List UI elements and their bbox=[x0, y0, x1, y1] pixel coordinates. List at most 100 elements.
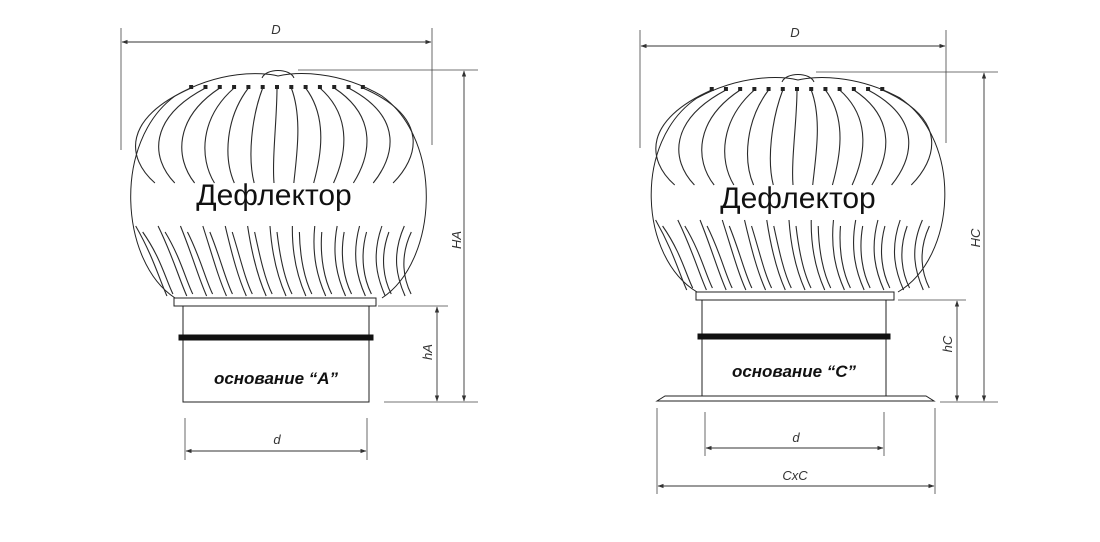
dimension-HA: HA bbox=[298, 69, 478, 403]
turbine-blade bbox=[247, 225, 267, 297]
blade-rivet bbox=[780, 87, 785, 91]
turbine-head-a bbox=[130, 70, 427, 299]
blade-rivet bbox=[203, 85, 208, 89]
svg-text:hC: hC bbox=[940, 335, 955, 352]
turbine-blade bbox=[728, 225, 753, 289]
turbine-blade bbox=[164, 231, 194, 295]
dimension-CxC: CxC bbox=[656, 408, 936, 494]
turbine-blade bbox=[921, 225, 930, 289]
turbine-blade bbox=[254, 231, 273, 295]
svg-text:CxC: CxC bbox=[782, 468, 808, 483]
turbine-blade bbox=[882, 89, 933, 186]
dimension-HC: HC bbox=[816, 71, 998, 403]
turbine-blade bbox=[880, 225, 891, 289]
turbine-blade bbox=[839, 225, 851, 289]
turbine-blade bbox=[403, 231, 412, 295]
dimension-D-c: D bbox=[639, 25, 947, 148]
turbine-blade bbox=[209, 231, 233, 295]
turbine-blade bbox=[721, 219, 747, 291]
blade-rivet bbox=[317, 85, 322, 89]
turbine-collar-c bbox=[695, 291, 895, 301]
turbine-blade bbox=[142, 231, 174, 295]
blade-rivet bbox=[360, 85, 365, 89]
blade-rivet bbox=[303, 85, 308, 89]
dimension-hC: hC bbox=[898, 299, 966, 402]
turbine-blade bbox=[853, 89, 887, 186]
turbine-blade bbox=[894, 219, 905, 291]
blade-rivet bbox=[709, 87, 714, 91]
turbine-blade bbox=[747, 89, 770, 186]
turbine-blade bbox=[319, 87, 345, 184]
turbine-blade bbox=[751, 225, 773, 289]
turbine-blade bbox=[375, 225, 386, 297]
turbine-blade bbox=[867, 89, 910, 186]
blade-rivet bbox=[837, 87, 842, 91]
base-label-c: основание “C” bbox=[732, 362, 857, 381]
turbine-blade bbox=[224, 225, 247, 297]
turbine-blade bbox=[766, 219, 786, 291]
turbine-blade bbox=[701, 89, 741, 186]
turbine-blade bbox=[832, 219, 845, 291]
turbine-blade bbox=[135, 225, 168, 297]
turbine-blade bbox=[724, 89, 755, 186]
blade-rivet bbox=[723, 87, 728, 91]
turbine-blade bbox=[290, 87, 299, 184]
svg-text:d: d bbox=[273, 432, 281, 447]
blade-rivet bbox=[275, 85, 279, 89]
turbine-blade bbox=[743, 219, 767, 291]
turbine-blade bbox=[810, 219, 826, 291]
turbine-blade bbox=[839, 89, 864, 186]
turbine-blade bbox=[276, 231, 293, 295]
blade-rivet bbox=[851, 87, 856, 91]
blade-rivet bbox=[189, 85, 194, 89]
turbine-blade bbox=[678, 89, 727, 186]
blade-rivet bbox=[880, 87, 885, 91]
turbine-blade bbox=[824, 89, 841, 186]
blade-rivet bbox=[217, 85, 222, 89]
turbine-blade bbox=[227, 87, 249, 184]
turbine-blade bbox=[383, 231, 392, 295]
turbine-blade bbox=[231, 231, 253, 295]
turbine-blade bbox=[333, 87, 368, 184]
blade-rivet bbox=[809, 87, 814, 91]
blade-rivet bbox=[332, 85, 337, 89]
turbine-blade bbox=[250, 87, 264, 184]
turbine-blade bbox=[860, 225, 871, 289]
base-a bbox=[178, 305, 374, 403]
blade-rivet bbox=[738, 87, 743, 91]
turbine-blade bbox=[655, 219, 688, 291]
turbine-blade bbox=[788, 219, 806, 291]
turbine-blade bbox=[706, 225, 733, 289]
turbine-blade bbox=[348, 87, 391, 184]
svg-text:D: D bbox=[790, 25, 799, 40]
blade-rivet bbox=[766, 87, 771, 91]
blade-rivet bbox=[232, 85, 237, 89]
base-c bbox=[655, 299, 936, 402]
turbine-blade bbox=[853, 219, 865, 291]
turbine-blade bbox=[157, 225, 188, 297]
base-label-a: основание “A” bbox=[214, 369, 339, 388]
blade-rivet bbox=[260, 85, 265, 89]
base-plate-c bbox=[655, 395, 936, 402]
deflector-title-c: Дефлектор bbox=[720, 182, 875, 215]
deflector-unit-c: Дефлектор основание “C” D HC hC d bbox=[639, 25, 998, 494]
svg-text:HC: HC bbox=[968, 228, 983, 247]
turbine-blade bbox=[334, 225, 347, 297]
turbine-blade bbox=[291, 225, 307, 297]
turbine-blade bbox=[699, 219, 727, 291]
dimension-d-c: d bbox=[704, 412, 885, 456]
turbine-blade bbox=[810, 89, 818, 186]
turbine-blade bbox=[298, 231, 313, 295]
turbine-head-c bbox=[650, 74, 946, 293]
turbine-blade bbox=[181, 87, 221, 184]
turbine-blade bbox=[362, 231, 372, 295]
blade-rivet bbox=[752, 87, 757, 91]
turbine-collar-a bbox=[173, 297, 377, 307]
dimension-d-a: d bbox=[184, 418, 368, 460]
blade-rivet bbox=[289, 85, 294, 89]
blade-rivet bbox=[246, 85, 251, 89]
turbine-blades-a bbox=[135, 85, 414, 297]
turbine-blade bbox=[677, 219, 707, 291]
turbine-blade bbox=[186, 231, 214, 295]
